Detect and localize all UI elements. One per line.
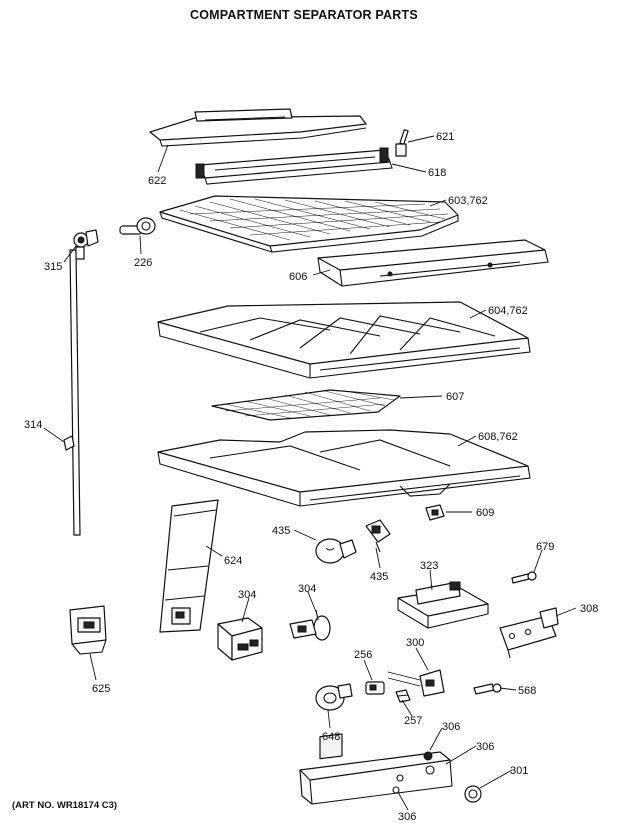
callout-labels: 621 618 622 603,762 315 226 606 604,762 … <box>24 131 598 823</box>
callout-622: 622 <box>148 175 166 187</box>
leader-lines <box>43 135 577 811</box>
callout-603-762: 603,762 <box>448 195 488 207</box>
callout-306-top: 306 <box>442 721 460 733</box>
diagram-title: COMPARTMENT SEPARATOR PARTS <box>190 8 418 22</box>
callout-607: 607 <box>446 391 464 403</box>
part-618-bracket <box>195 147 393 185</box>
part-648-fan-motor <box>315 683 353 711</box>
part-568-screw <box>473 683 502 695</box>
part-304-switch-left <box>217 617 263 661</box>
part-435-light-socket <box>365 519 391 553</box>
callout-308: 308 <box>580 603 598 615</box>
callout-315: 315 <box>44 261 62 273</box>
part-621-pin <box>395 129 409 157</box>
part-308-bracket-plate <box>499 607 559 659</box>
callout-624: 624 <box>224 555 242 567</box>
part-607-mesh-screen <box>211 389 401 421</box>
callout-604-762: 604,762 <box>488 305 528 317</box>
callout-618: 618 <box>428 167 446 179</box>
callout-679: 679 <box>536 541 554 553</box>
part-314-control-rod <box>63 229 99 536</box>
callout-300: 300 <box>406 637 424 649</box>
part-304-damper-right <box>289 609 331 641</box>
callout-606: 606 <box>289 271 307 283</box>
callout-306-bottom: 306 <box>398 811 416 823</box>
part-606-channel <box>317 239 549 287</box>
part-603-grid-shelf <box>159 195 459 253</box>
callout-621: 621 <box>436 131 454 143</box>
part-435-light-bulb <box>315 538 357 564</box>
part-624-light-shield <box>159 499 219 633</box>
callout-323: 323 <box>420 560 438 572</box>
callout-306-right: 306 <box>476 741 494 753</box>
callout-304-damper: 304 <box>298 583 316 595</box>
part-300-thermostat <box>387 669 445 697</box>
callout-648: 648 <box>322 731 340 743</box>
part-301-grommet <box>464 785 482 803</box>
callout-568: 568 <box>518 685 536 697</box>
part-257-screw <box>395 689 411 703</box>
callout-314: 314 <box>24 419 42 431</box>
part-604-shelf-pan <box>157 301 531 379</box>
callout-608-762: 608,762 <box>478 431 518 443</box>
callout-256: 256 <box>354 649 372 661</box>
part-608-lower-pan <box>157 429 531 507</box>
grid-pattern <box>179 198 449 241</box>
callout-435-socket: 435 <box>370 571 388 583</box>
callout-301: 301 <box>510 765 528 777</box>
callout-226: 226 <box>134 257 152 269</box>
part-323-housing <box>397 581 489 629</box>
callout-257: 257 <box>404 715 422 727</box>
art-number: (ART NO. WR18174 C3) <box>12 800 117 811</box>
part-625-control-box <box>69 605 107 655</box>
callout-304-switch: 304 <box>238 589 256 601</box>
callout-609: 609 <box>476 507 494 519</box>
part-256-connector <box>365 681 385 695</box>
callout-435-bulb: 435 <box>272 525 290 537</box>
part-609-clip <box>425 504 445 521</box>
callout-625: 625 <box>92 683 110 695</box>
part-679-screw <box>511 571 537 584</box>
part-306-mounting-bracket <box>299 733 453 805</box>
part-226-knob <box>119 217 156 235</box>
part-622-shelf-cover <box>149 108 367 147</box>
